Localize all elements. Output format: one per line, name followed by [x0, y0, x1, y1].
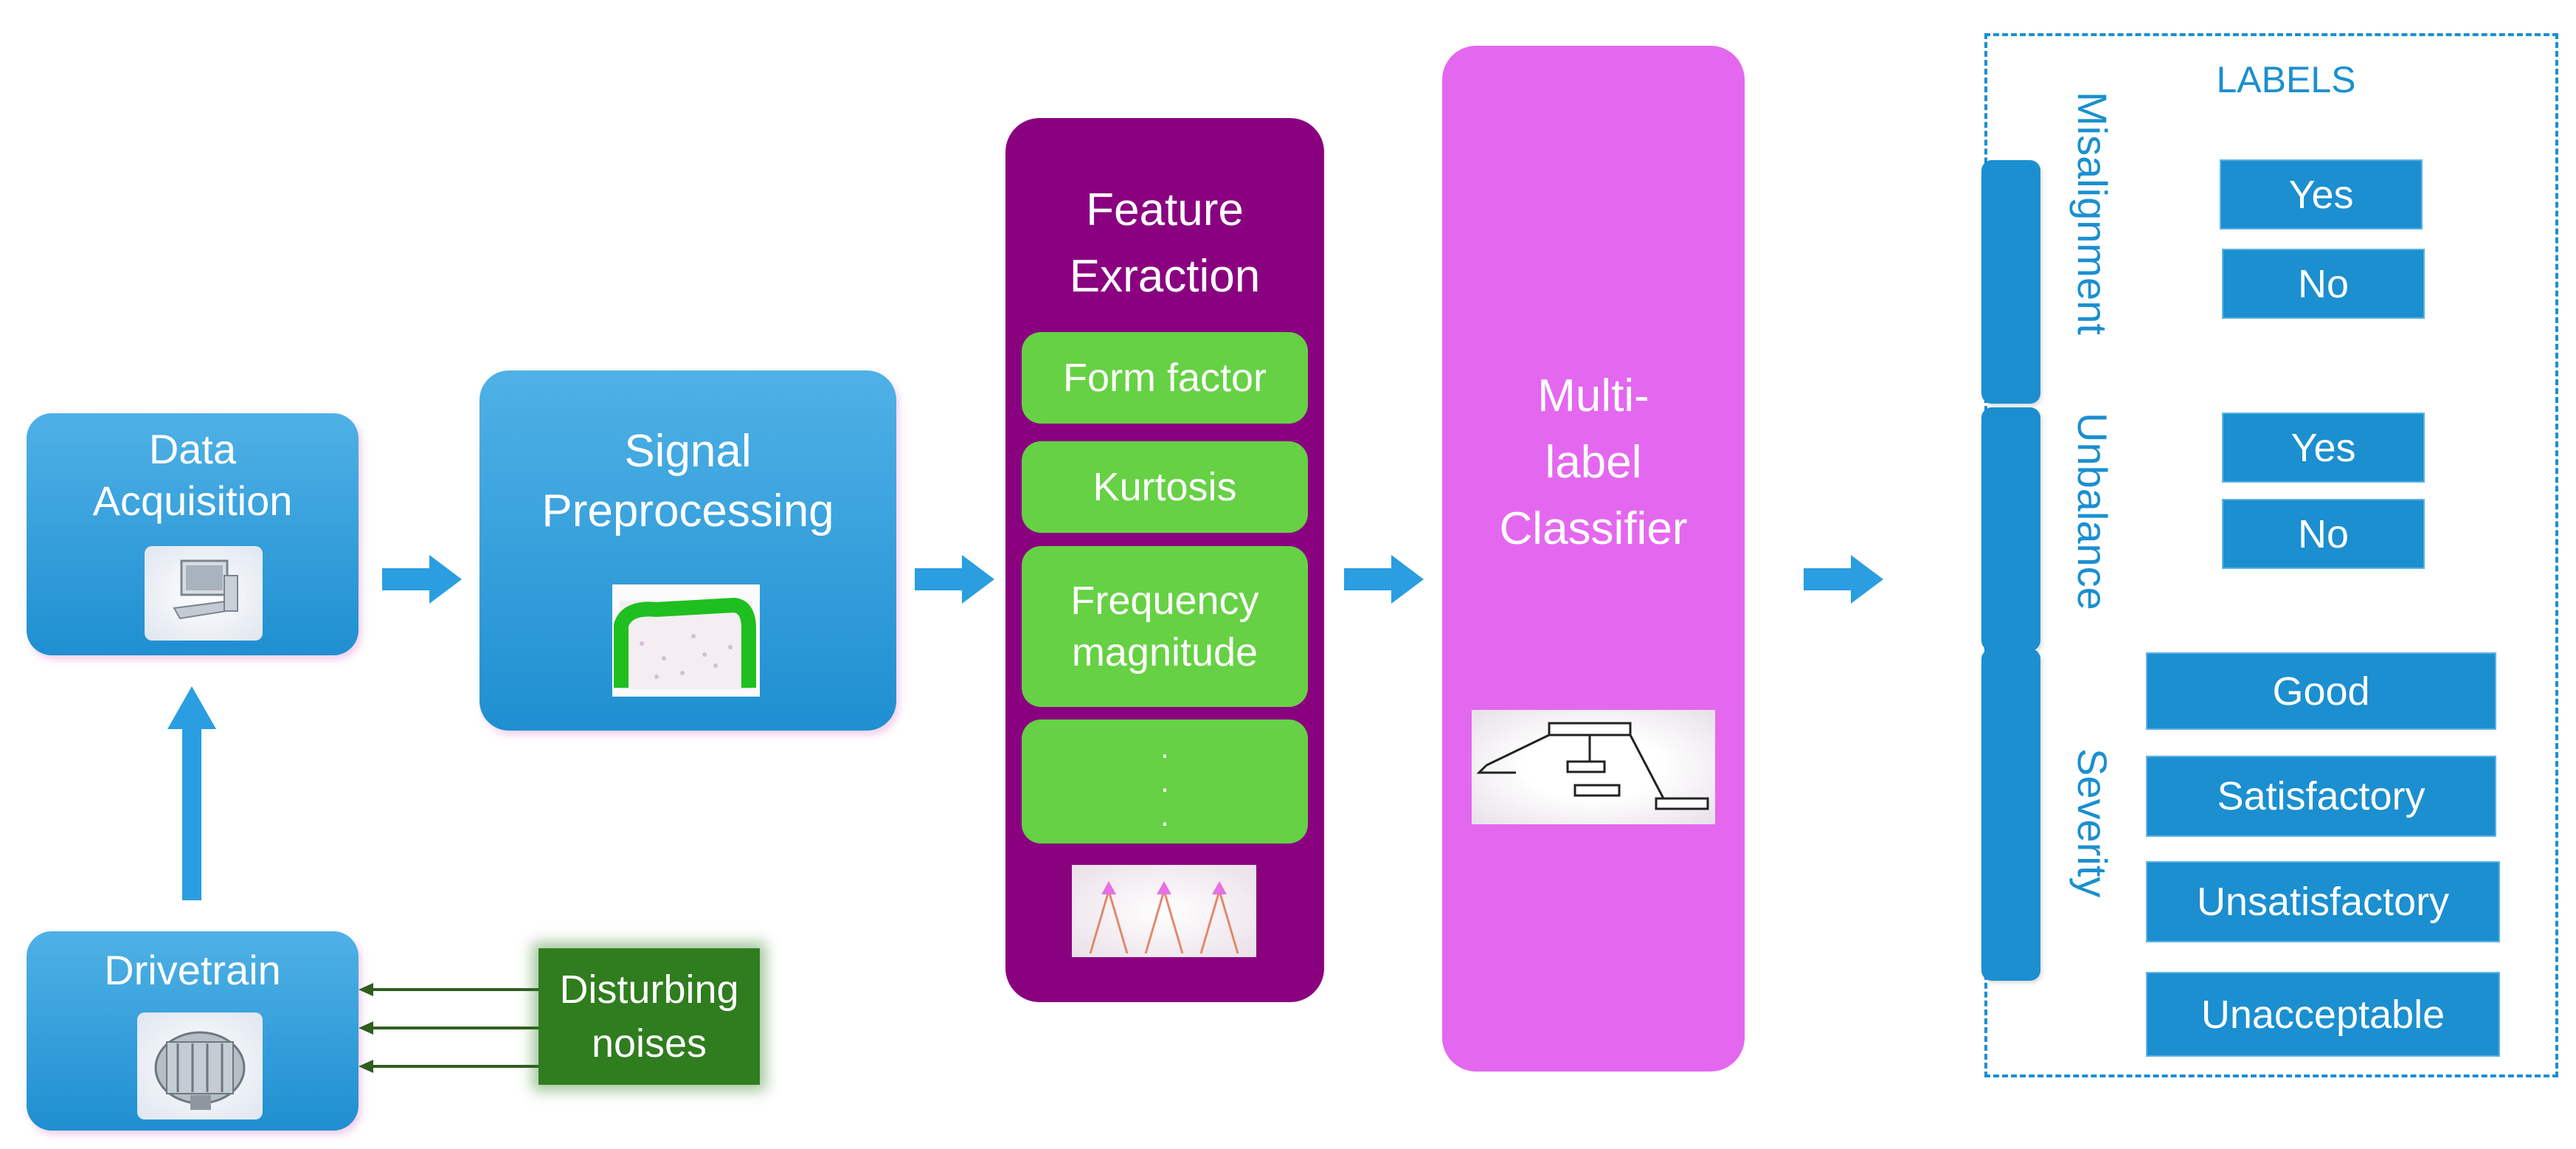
unbalance-no-option: No: [2222, 499, 2425, 569]
feature-item-kurtosis: Kurtosis: [1022, 441, 1308, 533]
noise-arrows-icon: [359, 983, 565, 1073]
right-arrow-icon: [915, 555, 994, 604]
labels-title: LABELS: [2216, 59, 2356, 100]
classifier-tree-icon: [1472, 710, 1715, 824]
drivetrain-label: Drivetrain: [104, 947, 281, 993]
severity-unacceptable-option: Unacceptable: [2146, 972, 2500, 1057]
disturbing-noises-box: Disturbing noises: [539, 948, 760, 1085]
severity-unsatisfactory-option: Unsatisfactory: [2146, 861, 2500, 942]
right-arrow-icon: [1804, 555, 1883, 604]
data-acquisition-box: Data Acquisition: [27, 413, 359, 655]
unbalance-label: Unbalance: [2069, 413, 2116, 610]
severity-label: Severity: [2069, 748, 2116, 898]
feature-item-more: . . .: [1022, 720, 1308, 843]
up-arrow-icon: [167, 686, 216, 900]
severity-satisfactory-option: Satisfactory: [2146, 756, 2496, 837]
multilabel-classifier-label: Multi- label Classifier: [1499, 370, 1688, 554]
feature-item-form-factor: Form factor: [1022, 332, 1308, 424]
noisy-signal-icon: [612, 584, 760, 697]
multilabel-classifier-panel: Multi- label Classifier: [1442, 46, 1745, 1072]
data-acquisition-label: Data Acquisition: [92, 426, 293, 524]
right-arrow-icon: [1344, 555, 1424, 604]
severity-good-option: Good: [2146, 652, 2496, 730]
right-arrow-icon: [382, 555, 462, 604]
signal-preprocessing-box: Signal Preprocessing: [479, 370, 896, 731]
computer-icon: [145, 546, 263, 641]
unbalance-group-bar: [1981, 407, 2040, 651]
disturbing-noises-label: Disturbing noises: [559, 967, 739, 1066]
motor-icon: [137, 1012, 263, 1119]
feature-extraction-panel: Feature Exraction Form factor Kurtosis F…: [1005, 118, 1324, 1002]
misalignment-group-bar: [1981, 160, 2040, 404]
signal-preprocessing-label: Signal Preprocessing: [541, 426, 834, 536]
drivetrain-box: Drivetrain: [27, 931, 359, 1131]
feature-extraction-title: Feature Exraction: [1069, 184, 1261, 302]
feature-peaks-icon: [1072, 865, 1256, 957]
misalignment-no-option: No: [2222, 249, 2425, 319]
unbalance-yes-option: Yes: [2222, 413, 2425, 483]
labels-panel: LABELS Misalignment Yes No Unbalance Yes…: [1981, 33, 2558, 1077]
misalignment-yes-option: Yes: [2220, 159, 2423, 230]
feature-item-frequency-magnitude: Frequency magnitude: [1022, 546, 1308, 707]
misalignment-label: Misalignment: [2069, 92, 2116, 335]
severity-group-bar: [1981, 649, 2040, 981]
